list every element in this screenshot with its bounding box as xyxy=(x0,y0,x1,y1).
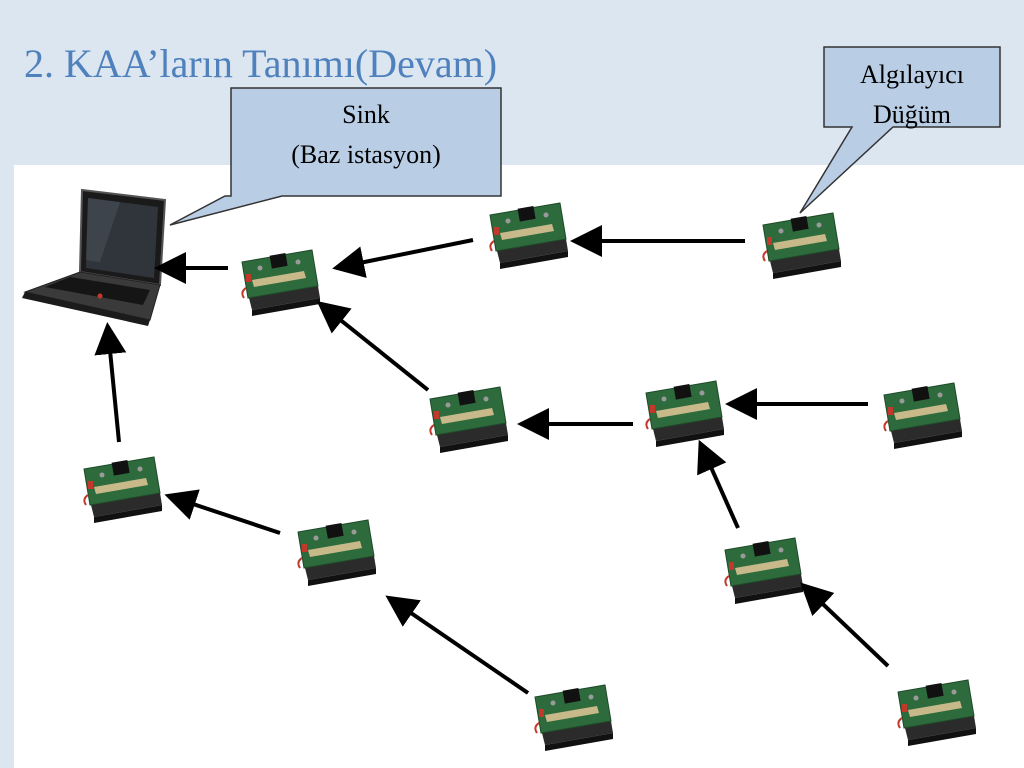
sink-callout-line2: (Baz istasyon) xyxy=(291,140,440,169)
sensor-node-7 xyxy=(83,456,163,524)
sensor-callout: Algılayıcı Düğüm xyxy=(799,46,1001,214)
slide-title: 2. KAA’ların Tanımı(Devam) xyxy=(24,41,498,86)
sink-callout: Sink (Baz istasyon) xyxy=(169,87,502,226)
left-accent-stripe xyxy=(0,165,14,768)
sensor-node-1 xyxy=(241,249,321,317)
sensor-callout-line1: Algılayıcı xyxy=(860,60,964,89)
sink-callout-line1: Sink xyxy=(342,100,390,129)
sensor-node-10 xyxy=(534,684,614,752)
sensor-node-2 xyxy=(489,202,569,270)
sensor-node-6 xyxy=(883,382,963,450)
laptop-icon xyxy=(22,188,167,326)
arrow-node8-to-node7 xyxy=(164,489,281,535)
sensor-node-3 xyxy=(762,212,842,280)
sensor-node-11 xyxy=(897,679,977,747)
sensor-node-4 xyxy=(429,386,509,454)
arrow-node4-to-node1 xyxy=(316,301,430,392)
arrow-node7-to-sink xyxy=(94,322,127,443)
sensor-node-5 xyxy=(645,380,725,448)
sensor-callout-line2: Düğüm xyxy=(873,100,951,129)
sensor-node-8 xyxy=(297,519,377,587)
sensor-node-9 xyxy=(724,537,804,605)
arrow-node9-to-node5 xyxy=(697,439,740,529)
arrow-node10-to-node8 xyxy=(385,595,530,695)
arrow-node2-to-node1 xyxy=(332,238,474,278)
arrow-node11-to-node9 xyxy=(800,582,890,668)
